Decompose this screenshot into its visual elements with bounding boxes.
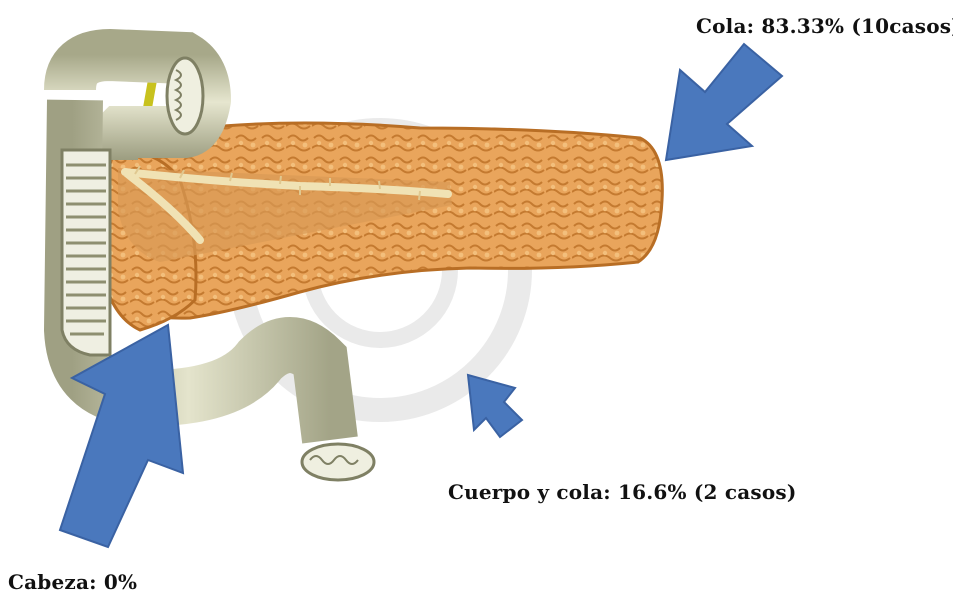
label-cuerpo-cola: Cuerpo y cola: 16.6% (2 casos) — [448, 480, 797, 504]
arrow-cuerpo-cola-icon — [468, 375, 522, 460]
arrow-cola-icon — [666, 44, 782, 160]
duodenum-folds — [62, 150, 110, 355]
label-cabeza: Cabeza: 0% — [8, 570, 137, 594]
label-cola: Cola: 83.33% (10casos) — [696, 14, 953, 38]
